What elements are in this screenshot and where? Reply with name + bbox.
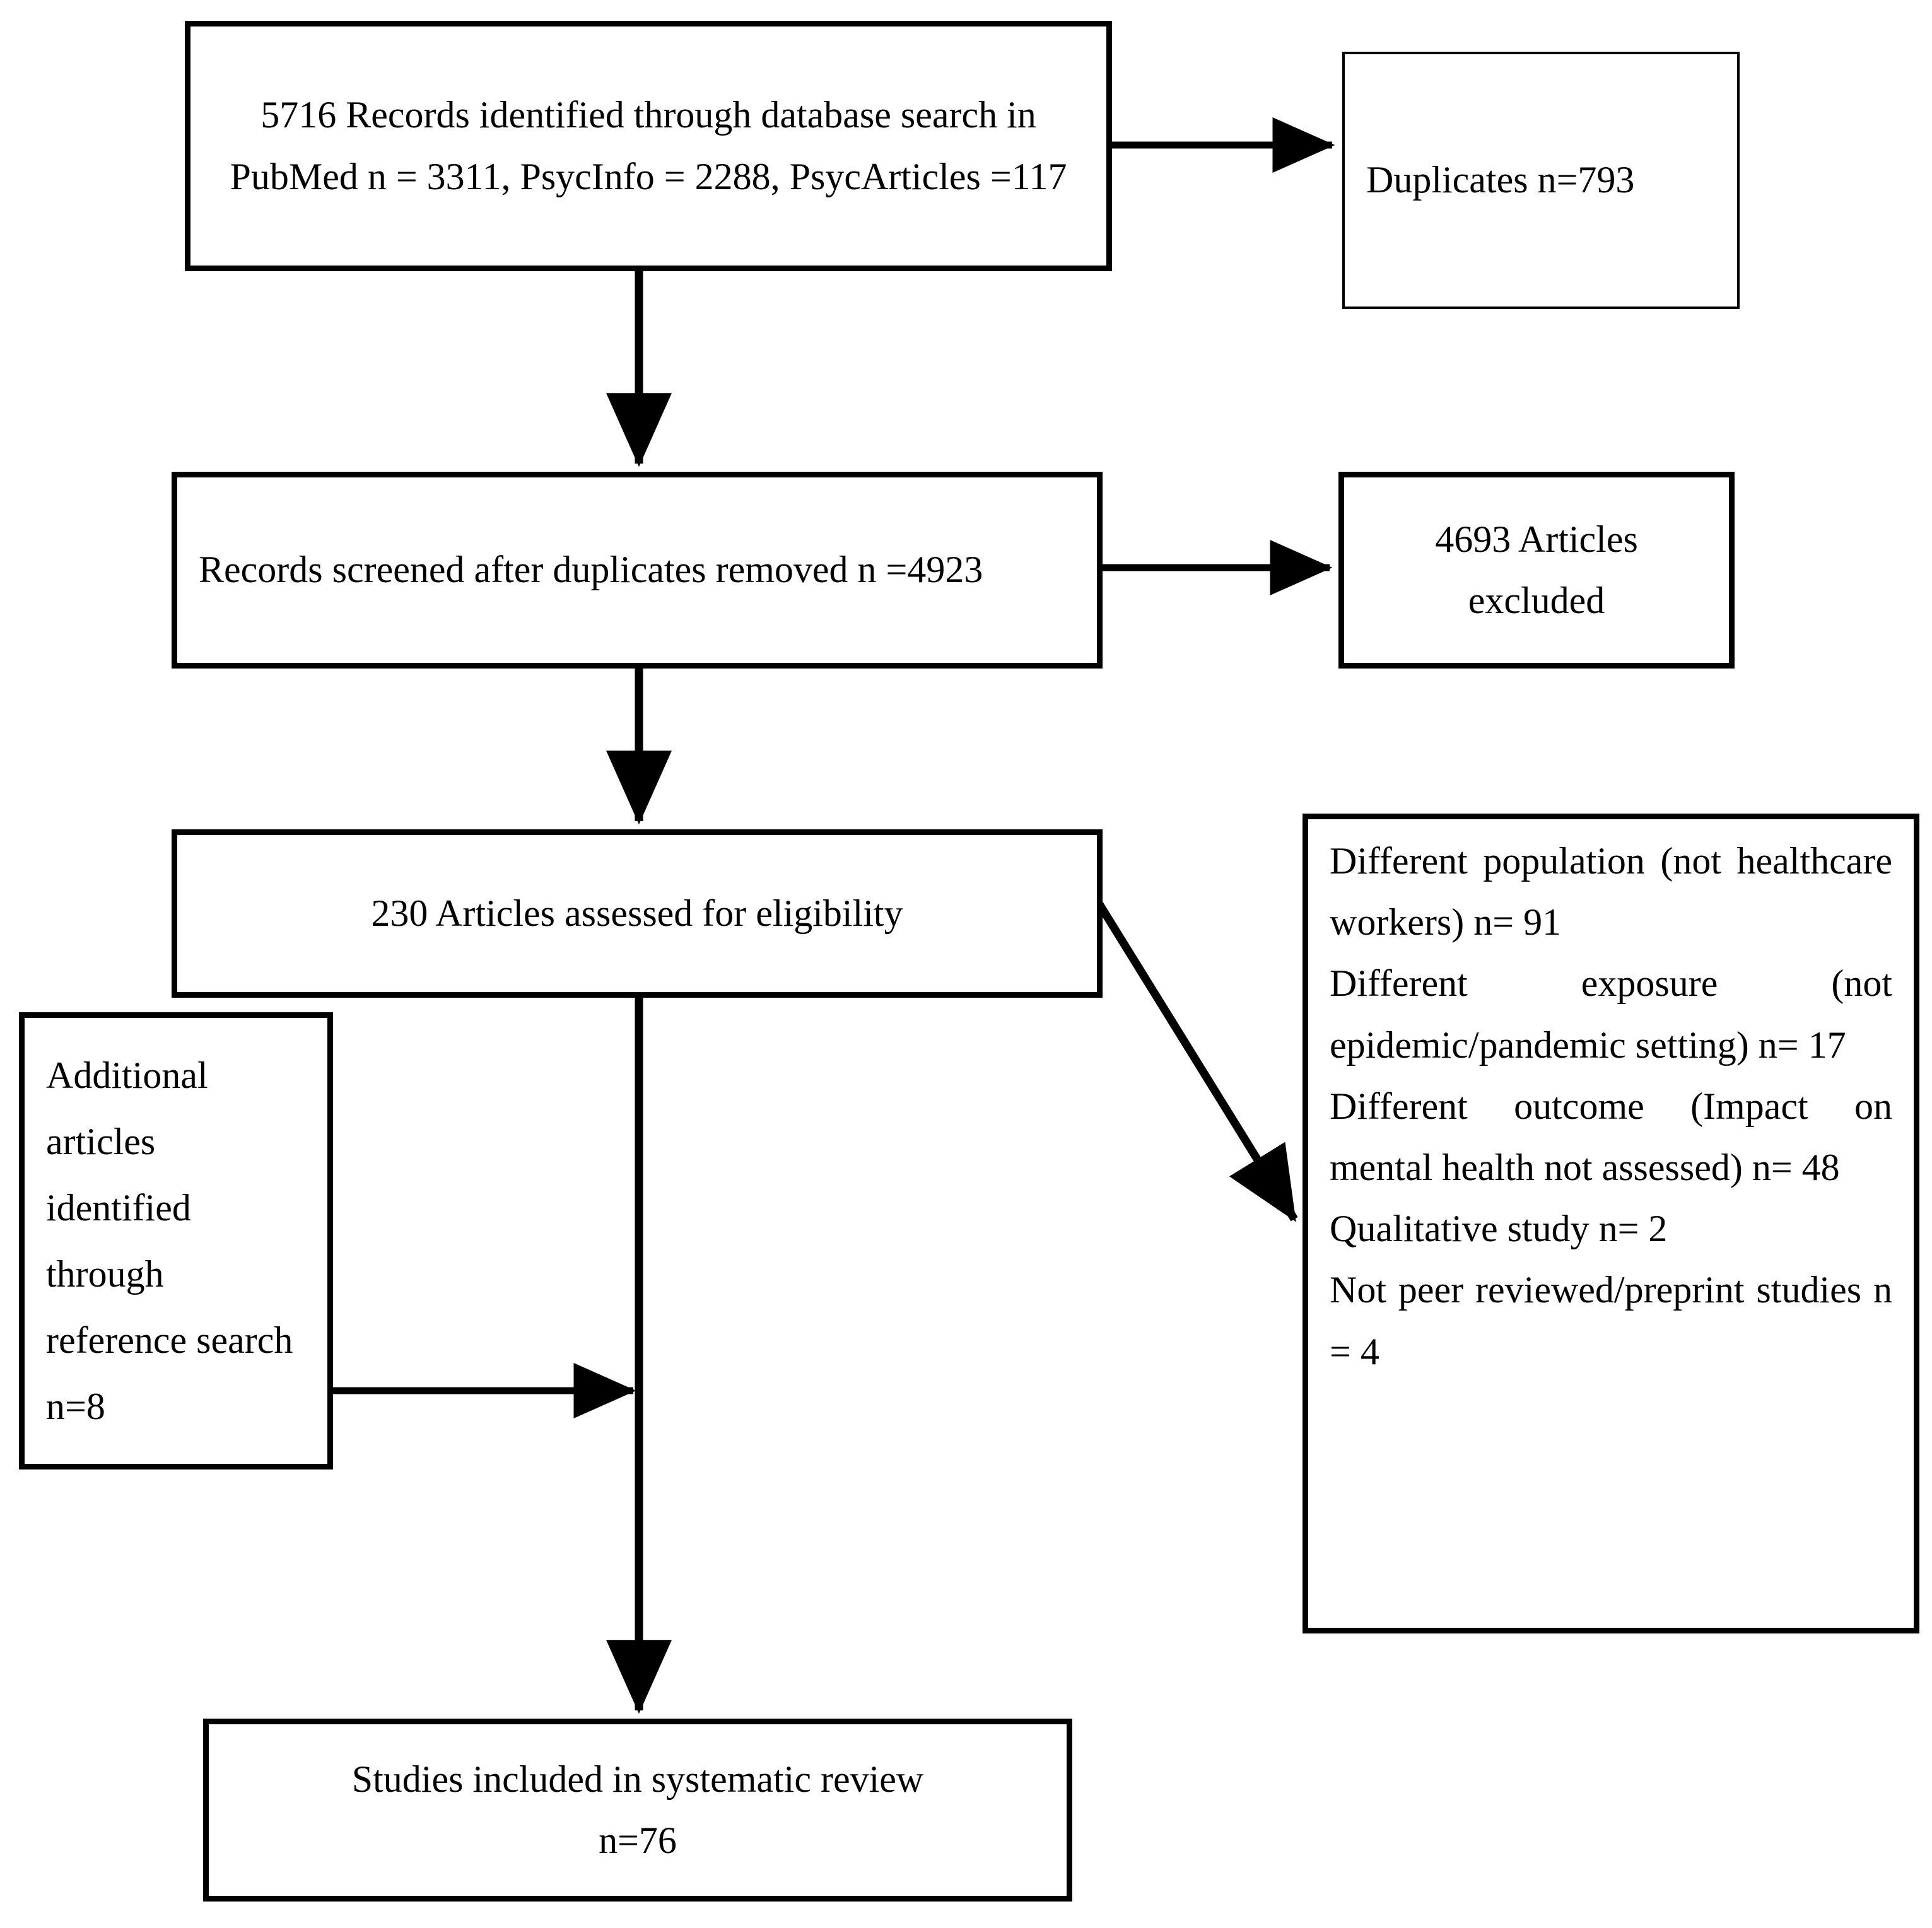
arrow-eligibility-to-exclusions — [1095, 901, 1298, 1222]
box-records-screened-text: Records screened after duplicates remove… — [199, 549, 983, 591]
box-studies-included: Studies included in systematic review n=… — [203, 1719, 1072, 1902]
box-exclusion-reasons: Different population (not healthcare wor… — [1303, 814, 1919, 1633]
box-articles-assessed-text: 230 Articles assessed for eligibility — [371, 892, 903, 934]
box-articles-excluded-text: 4693 Articles excluded — [1344, 509, 1729, 631]
box-duplicates: Duplicates n=793 — [1342, 52, 1740, 309]
exclusion-reason-item: Different population (not healthcare wor… — [1330, 840, 1892, 944]
exclusion-reason-item: Qualitative study n= 2 — [1330, 1208, 1668, 1250]
box-records-identified-text: 5716 Records identified through database… — [230, 94, 1067, 197]
excluded-line-2: excluded — [1468, 580, 1605, 621]
box-records-screened: Records screened after duplicates remove… — [172, 472, 1103, 669]
box-studies-included-text: Studies included in systematic review n=… — [209, 1749, 1067, 1871]
included-line-1: Studies included in systematic review — [351, 1758, 924, 1800]
box-articles-excluded: 4693 Articles excluded — [1338, 472, 1735, 669]
exclusion-reason-item: Not peer reviewed/preprint studies n = 4 — [1330, 1269, 1892, 1372]
exclusion-reason-item: Different outcome (Impact on mental heal… — [1330, 1085, 1892, 1188]
box-additional-articles-text: Additional articles identified through r… — [46, 1054, 293, 1427]
included-line-2: n=76 — [599, 1820, 677, 1861]
box-exclusion-reasons-list: Different population (not healthcare wor… — [1308, 819, 1914, 1382]
box-records-identified: 5716 Records identified through database… — [185, 21, 1112, 271]
excluded-line-1: 4693 Articles — [1435, 518, 1638, 560]
box-additional-articles: Additional articles identified through r… — [19, 1012, 333, 1469]
box-duplicates-text: Duplicates n=793 — [1366, 159, 1635, 201]
exclusion-reason-item: Different exposure (not epidemic/pandemi… — [1330, 962, 1892, 1066]
box-articles-assessed: 230 Articles assessed for eligibility — [172, 829, 1103, 998]
